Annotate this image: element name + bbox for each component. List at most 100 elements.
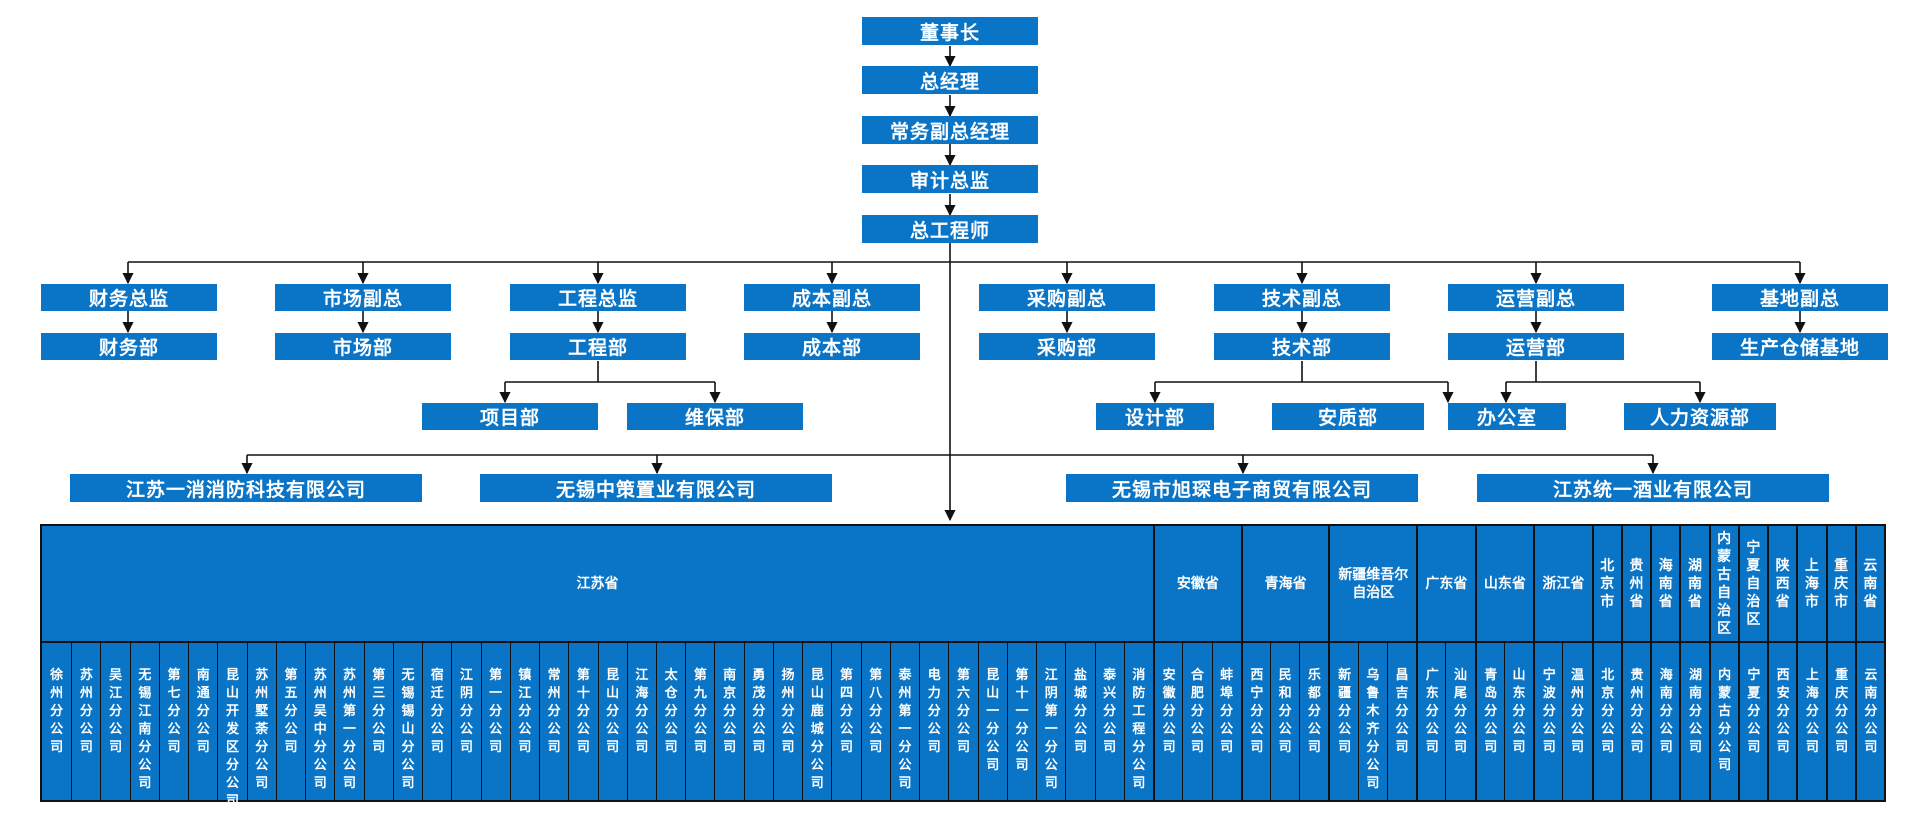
branch-cell: 汕尾分公司	[1445, 643, 1474, 802]
branch-cell: 勇茂分公司	[743, 643, 773, 802]
branch-cell: 江阴分公司	[451, 643, 480, 802]
branch-cell: 江阴第一分公司	[1036, 643, 1065, 802]
branch-cell: 新疆分公司	[1328, 643, 1357, 802]
branch-cell: 太仓分公司	[656, 643, 685, 802]
technical-dept-box: 技术部	[1214, 333, 1390, 360]
branch-cell: 内蒙古分公司	[1708, 643, 1738, 802]
province-name: 上海市	[1804, 557, 1819, 610]
branch-cell: 贵州分公司	[1620, 643, 1650, 802]
branch-cell: 第五分公司	[275, 643, 305, 802]
engineering-director-box: 工程总监	[510, 284, 686, 311]
company-box-wuxi-trade: 无锡市旭琛电子商贸有限公司	[1066, 474, 1418, 502]
branch-cell: 温州分公司	[1562, 643, 1591, 802]
maintenance-dept-box: 维保部	[627, 403, 803, 430]
province-name: 重庆市	[1834, 557, 1849, 610]
branch-cell: 宁夏分公司	[1737, 643, 1767, 802]
province-header: 山东省	[1474, 526, 1533, 641]
branch-cell: 昆山鹿城分公司	[802, 643, 831, 802]
province-name: 内蒙古自治区	[1717, 530, 1732, 637]
branch-cell: 泰兴分公司	[1094, 643, 1124, 802]
province-name: 山东省	[1483, 575, 1526, 592]
province-header: 内蒙古自治区	[1708, 526, 1738, 641]
province-name: 新疆维吾尔自治区	[1338, 566, 1409, 601]
branch-cell: 消防工程分公司	[1123, 643, 1153, 802]
branch-cell: 第四分公司	[831, 643, 860, 802]
branch-cell: 第七分公司	[158, 643, 188, 802]
branch-cell: 常州分公司	[539, 643, 568, 802]
general-manager-box: 总经理	[862, 66, 1038, 94]
technical-vp-box: 技术副总	[1214, 284, 1390, 311]
branch-cell: 无锡江南分公司	[129, 643, 159, 802]
province-header: 湖南省	[1679, 526, 1708, 641]
marketing-dept-box: 市场部	[275, 333, 451, 360]
branch-cell: 西安分公司	[1767, 643, 1796, 802]
branch-cell: 重庆分公司	[1825, 643, 1855, 802]
engineering-dept-box: 工程部	[510, 333, 686, 360]
branch-cell: 乐都分公司	[1299, 643, 1328, 802]
branch-cell: 徐州分公司	[50, 668, 64, 755]
branch-cell: 安徽分公司	[1153, 643, 1182, 802]
branch-cell: 蚌埠分公司	[1211, 643, 1241, 802]
province-name: 湖南省	[1687, 557, 1702, 610]
province-name: 贵州省	[1629, 557, 1644, 610]
branch-cell: 泰州第一分公司	[889, 643, 919, 802]
branch-cell: 第十一分公司	[1006, 643, 1036, 802]
branch-cell: 第一分公司	[480, 643, 510, 802]
province-header: 贵州省	[1620, 526, 1650, 641]
branch-cell: 盐城分公司	[1065, 643, 1094, 802]
table-divider	[42, 641, 1884, 643]
company-box-jiangsu-fire: 江苏一消消防科技有限公司	[70, 474, 422, 502]
province-name: 北京市	[1600, 557, 1615, 610]
branch-cell: 上海分公司	[1796, 643, 1825, 802]
province-header: 新疆维吾尔自治区	[1328, 526, 1416, 641]
chief-engineer-box: 总工程师	[862, 215, 1038, 243]
procurement-vp-box: 采购副总	[979, 284, 1155, 311]
province-name: 安徽省	[1176, 575, 1219, 592]
branch-cell: 合肥分公司	[1182, 643, 1211, 802]
branch-cell: 西宁分公司	[1240, 643, 1270, 802]
branch-cell: 扬州分公司	[772, 643, 802, 802]
province-header: 云南省	[1854, 526, 1884, 641]
province-name: 广东省	[1425, 575, 1468, 592]
production-storage-base-box: 生产仓储基地	[1712, 333, 1888, 360]
branch-cell: 江海分公司	[626, 643, 656, 802]
cost-dept-box: 成本部	[744, 333, 920, 360]
audit-director-box: 审计总监	[862, 165, 1038, 193]
marketing-vp-box: 市场副总	[275, 284, 451, 311]
branch-cell: 宁波分公司	[1533, 643, 1562, 802]
hr-dept-box: 人力资源部	[1624, 403, 1776, 430]
finance-director-box: 财务总监	[41, 284, 217, 311]
branch-cell: 青岛分公司	[1474, 643, 1504, 802]
branch-cell: 昆山一分公司	[977, 643, 1007, 802]
company-box-wuxi-realestate: 无锡中策置业有限公司	[480, 474, 832, 502]
branch-cell: 民和分公司	[1270, 643, 1299, 802]
finance-dept-box: 财务部	[41, 333, 217, 360]
branch-cell: 北京分公司	[1591, 643, 1621, 802]
branch-cell: 第十分公司	[568, 643, 597, 802]
branch-cell: 第八分公司	[860, 643, 890, 802]
branch-cell: 无锡锡山分公司	[392, 643, 422, 802]
operations-dept-box: 运营部	[1448, 333, 1624, 360]
province-name: 云南省	[1863, 557, 1878, 610]
design-dept-box: 设计部	[1096, 403, 1214, 430]
procurement-dept-box: 采购部	[979, 333, 1155, 360]
company-box-jiangsu-liquor: 江苏统一酒业有限公司	[1477, 474, 1829, 502]
safety-quality-dept-box: 安质部	[1272, 403, 1424, 430]
province-header: 海南省	[1650, 526, 1679, 641]
branch-cell: 苏州分公司	[71, 643, 100, 802]
branch-cell: 苏州墅荼分公司	[246, 643, 276, 802]
province-header: 江苏省	[42, 526, 1153, 641]
province-name: 青海省	[1264, 575, 1307, 592]
province-header: 安徽省	[1153, 526, 1241, 641]
cost-vp-box: 成本副总	[744, 284, 920, 311]
province-header: 青海省	[1240, 526, 1329, 641]
branch-cell: 吴江分公司	[100, 643, 129, 802]
operations-vp-box: 运营副总	[1448, 284, 1624, 311]
province-header: 广东省	[1416, 526, 1474, 641]
province-header: 重庆市	[1825, 526, 1855, 641]
province-name: 江苏省	[576, 575, 619, 592]
base-vp-box: 基地副总	[1712, 284, 1888, 311]
province-header: 宁夏自治区	[1737, 526, 1767, 641]
branch-cell: 云南分公司	[1854, 643, 1884, 802]
